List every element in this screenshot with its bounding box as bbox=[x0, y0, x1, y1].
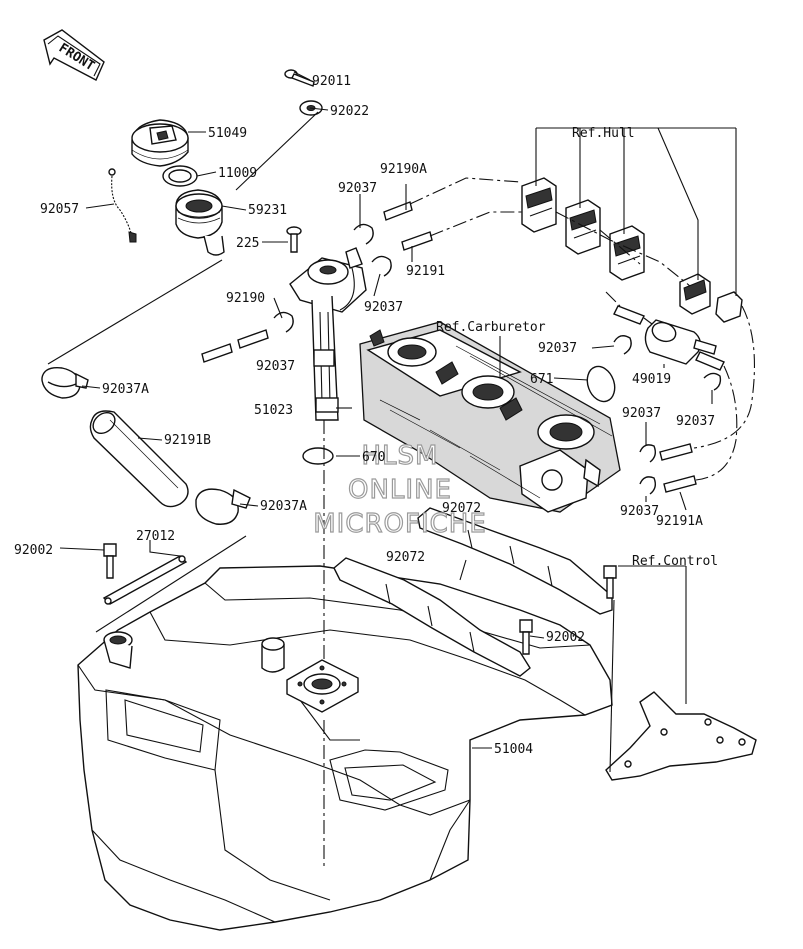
hull-clip-2 bbox=[565, 199, 601, 255]
hull-clip-4 bbox=[679, 273, 711, 315]
clamp-92037-a bbox=[353, 223, 374, 245]
fuel-sender-51023 bbox=[289, 247, 367, 421]
clamp-92037-e bbox=[703, 372, 722, 391]
part-label-49019[interactable]: 49019 bbox=[632, 372, 671, 387]
part-label-671[interactable]: 671 bbox=[530, 372, 553, 387]
part-label-11009[interactable]: 11009 bbox=[218, 166, 257, 181]
leader-lines bbox=[47, 71, 756, 870]
front-arrow-icon: FRONT bbox=[43, 29, 105, 81]
strap-92072-upper bbox=[417, 507, 613, 615]
screw-225 bbox=[286, 226, 302, 253]
watermark-line-2: ONLINE bbox=[348, 475, 452, 505]
part-label-92037-c[interactable]: 92037 bbox=[256, 359, 295, 374]
clamp-92037-d bbox=[613, 335, 632, 355]
part-label-92037-d[interactable]: 92037 bbox=[538, 341, 577, 356]
clamp-92037-f bbox=[639, 444, 657, 463]
part-label-92037-a[interactable]: 92037 bbox=[338, 181, 377, 196]
watermark-line-3: MICROFICHE bbox=[313, 509, 487, 539]
part-label-51049[interactable]: 51049 bbox=[208, 126, 247, 141]
part-label-670[interactable]: 670 bbox=[362, 450, 385, 465]
fuel-filter-49019 bbox=[644, 319, 717, 365]
part-label-92022[interactable]: 92022 bbox=[330, 104, 369, 119]
hull-clip-5 bbox=[715, 291, 743, 323]
strap-92072-lower bbox=[333, 557, 531, 677]
part-label-92037A-a[interactable]: 92037A bbox=[102, 382, 149, 397]
part-label-92037A-b[interactable]: 92037A bbox=[260, 499, 307, 514]
tether-chain-92057 bbox=[108, 168, 137, 243]
part-label-51023[interactable]: 51023 bbox=[254, 403, 293, 418]
hose-92190 bbox=[201, 329, 269, 363]
hose-clamp-92037A-lower bbox=[195, 488, 251, 525]
bolt-92011 bbox=[284, 69, 315, 87]
hose-right-1 bbox=[613, 305, 645, 325]
part-label-92037-f[interactable]: 92037 bbox=[622, 406, 661, 421]
hose-right-2 bbox=[695, 351, 725, 371]
bolt-92002-left bbox=[103, 543, 117, 579]
part-label-225[interactable]: 225 bbox=[236, 236, 259, 251]
part-label-92037-g[interactable]: 92037 bbox=[620, 504, 659, 519]
ref-carburetor-label: Ref.Carburetor bbox=[436, 320, 546, 335]
part-label-92002-b[interactable]: 92002 bbox=[546, 630, 585, 645]
o-ring-671 bbox=[586, 365, 616, 403]
part-label-92191A[interactable]: 92191A bbox=[656, 514, 703, 529]
band-27012 bbox=[102, 555, 188, 605]
filler-neck-59231 bbox=[175, 189, 225, 256]
hose-92191 bbox=[401, 231, 433, 251]
fuel-cap-51049 bbox=[131, 119, 189, 167]
part-label-27012[interactable]: 27012 bbox=[136, 529, 175, 544]
watermark: HLSM ONLINE MICROFICHE bbox=[313, 440, 487, 539]
o-ring-670 bbox=[302, 447, 334, 465]
watermark-line-1: HLSM bbox=[362, 441, 439, 471]
fuel-tank-51004 bbox=[77, 565, 613, 931]
part-label-92072-b[interactable]: 92072 bbox=[386, 550, 425, 565]
clamp-92037-g bbox=[639, 476, 657, 495]
hose-92191A-b bbox=[663, 475, 697, 493]
bolt-right-control bbox=[603, 565, 617, 599]
ref-hull-label: Ref.Hull bbox=[572, 126, 635, 141]
part-label-92057[interactable]: 92057 bbox=[40, 202, 79, 217]
part-label-92072-a[interactable]: 92072 bbox=[442, 501, 481, 516]
clamp-92037-c bbox=[273, 311, 294, 333]
clamp-92037-b bbox=[371, 255, 392, 277]
part-label-59231[interactable]: 59231 bbox=[248, 203, 287, 218]
part-label-92011[interactable]: 92011 bbox=[312, 74, 351, 89]
ref-control-label: Ref.Control bbox=[632, 554, 718, 569]
part-label-92037-b[interactable]: 92037 bbox=[364, 300, 403, 315]
part-label-92190A[interactable]: 92190A bbox=[380, 162, 427, 177]
carburetor-assembly bbox=[359, 321, 621, 513]
hose-92190A bbox=[383, 201, 413, 221]
part-label-51004[interactable]: 51004 bbox=[494, 742, 533, 757]
part-label-92037-e[interactable]: 92037 bbox=[676, 414, 715, 429]
bolt-92002-right bbox=[519, 619, 533, 655]
part-label-92190[interactable]: 92190 bbox=[226, 291, 265, 306]
part-label-92191[interactable]: 92191 bbox=[406, 264, 445, 279]
control-bracket bbox=[605, 691, 757, 781]
gasket-11009 bbox=[162, 165, 198, 187]
hose-clamp-92037A-upper bbox=[41, 367, 89, 399]
part-label-92191B[interactable]: 92191B bbox=[164, 433, 211, 448]
filler-hose-92191B bbox=[89, 410, 189, 508]
hose-92191A-a bbox=[659, 443, 693, 461]
part-label-92002-a[interactable]: 92002 bbox=[14, 543, 53, 558]
hull-clip-1 bbox=[521, 177, 557, 233]
